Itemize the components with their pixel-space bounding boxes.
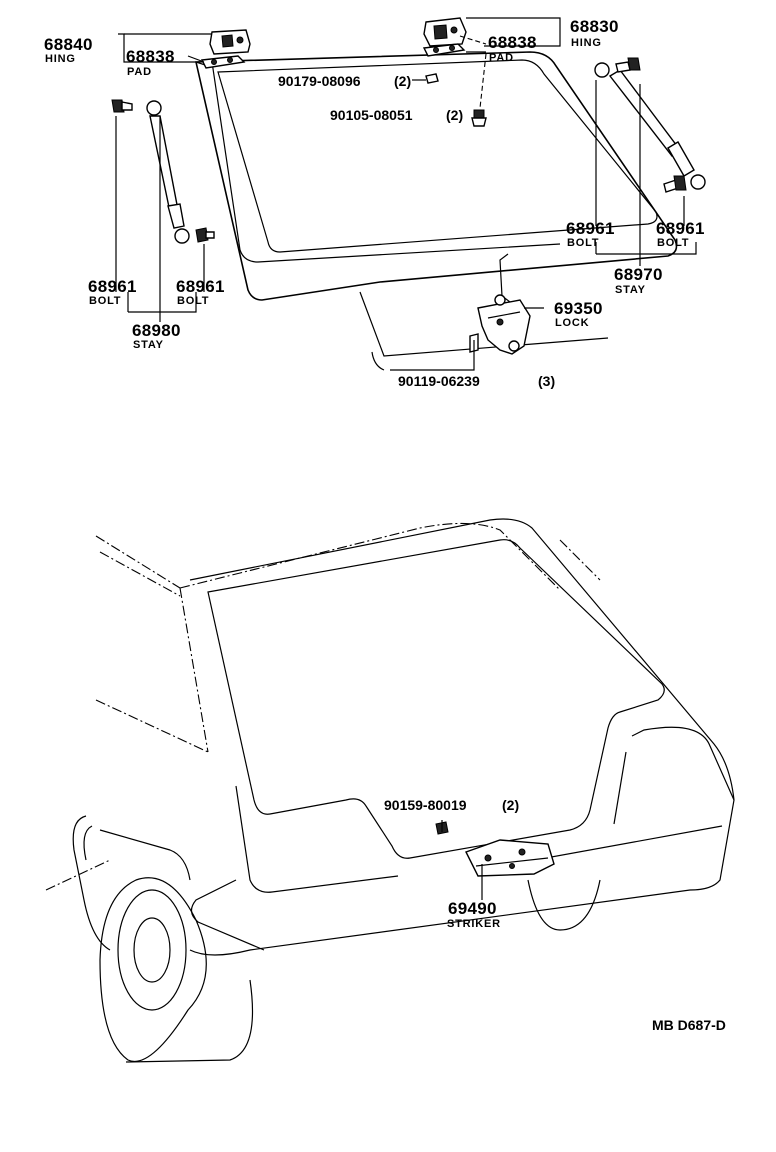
left-hinge-pad: [200, 55, 246, 69]
label-pad-left-sub: PAD: [127, 66, 152, 78]
label-screw-lock-qty: (3): [538, 373, 555, 389]
label-bolt-hinge-num: 90105-08051: [330, 107, 413, 123]
hinge-bolt-leader: [479, 53, 487, 109]
label-hing-right-num: 68830: [570, 17, 619, 36]
label-bolt-right-b-num: 68961: [656, 219, 705, 238]
label-stay-left-sub: STAY: [133, 339, 164, 351]
lock-assembly: [469, 253, 531, 355]
label-stay-right-num: 68970: [614, 265, 663, 284]
label-bolt-right-a-num: 68961: [566, 219, 615, 238]
striker-part: [465, 839, 555, 877]
leader-lines-bottom: [441, 820, 483, 900]
hinge-nut: [425, 73, 439, 84]
label-hing-right-sub: HING: [571, 37, 602, 49]
label-pad-left-num: 68838: [126, 47, 175, 66]
label-lock-num: 69350: [554, 299, 603, 318]
car-rear-view: [45, 518, 735, 1063]
label-striker-sub: STRIKER: [447, 918, 501, 930]
label-nut-hinge-qty: (2): [394, 73, 411, 89]
back-door-panel: [195, 51, 678, 371]
label-bolt-left-b-sub: BOLT: [177, 295, 209, 307]
label-striker-num: 69490: [448, 899, 497, 918]
label-stay-left-num: 68980: [132, 321, 181, 340]
label-lock-sub: LOCK: [555, 317, 589, 329]
label-screw-lock-num: 90119-06239: [398, 373, 480, 389]
label-bolt-right-a-sub: BOLT: [567, 237, 599, 249]
label-pad-right-sub: PAD: [489, 52, 514, 64]
label-bolt-left-b-num: 68961: [176, 277, 225, 296]
label-bolt-left-a-sub: BOLT: [89, 295, 121, 307]
leader-lines-top: [115, 17, 697, 371]
label-stay-right-sub: STAY: [615, 284, 646, 296]
right-stay-bolt-upper: [615, 57, 641, 73]
label-screw-striker-qty: (2): [502, 797, 519, 813]
label-pad-right-num: 68838: [488, 33, 537, 52]
label-bolt-hinge-qty: (2): [446, 107, 463, 123]
labels: 68840 HING 68838 PAD 68830 HING 68838 PA…: [44, 17, 726, 1033]
right-stay: [594, 62, 706, 190]
right-hinge-dash: [459, 35, 487, 45]
left-stay-bolt-upper: [111, 99, 133, 113]
label-nut-hinge-num: 90179-08096: [278, 73, 361, 89]
right-hinge-pad: [422, 43, 466, 57]
label-screw-striker-num: 90159-80019: [384, 797, 467, 813]
label-bolt-right-b-sub: BOLT: [657, 237, 689, 249]
right-stay-bolt-lower: [663, 175, 687, 193]
label-bolt-left-a-num: 68961: [88, 277, 137, 296]
left-stay: [146, 100, 190, 244]
label-hing-left-sub: HING: [45, 53, 76, 65]
label-hing-left-num: 68840: [44, 35, 93, 54]
left-hinge: [209, 29, 251, 55]
hinge-bolt: [471, 109, 487, 127]
left-stay-bolt-lower: [195, 227, 215, 243]
right-hinge: [423, 17, 467, 47]
diagram-ref-code: MB D687-D: [652, 1017, 726, 1033]
